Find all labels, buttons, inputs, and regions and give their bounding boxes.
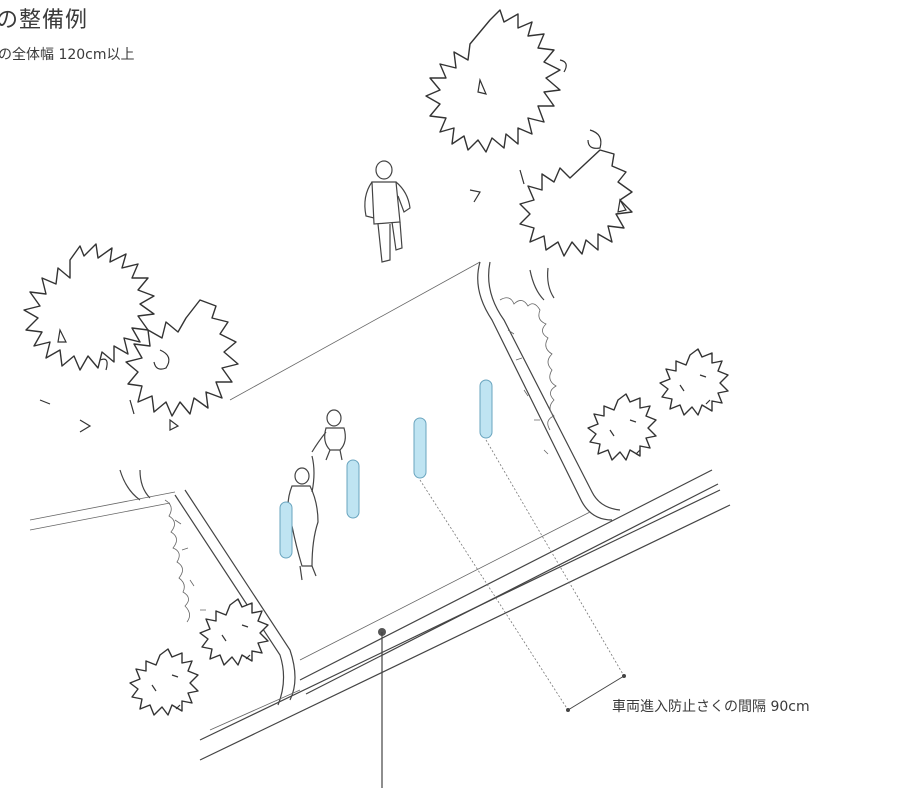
path-edges	[29, 261, 731, 761]
shrub-right-1	[587, 393, 657, 461]
hedge-upper	[499, 297, 557, 455]
shrub-right-2	[659, 348, 729, 416]
dimension-line	[419, 439, 626, 712]
bollard	[279, 501, 293, 559]
bollard	[346, 459, 360, 519]
bollard	[413, 417, 427, 479]
diagram-subtitle: の全体幅 120cm以上	[0, 47, 135, 63]
hedge-lower	[164, 499, 206, 623]
diagram-title: の整備例	[0, 8, 89, 33]
leader-line	[378, 628, 386, 788]
shrub-left-2	[129, 648, 199, 716]
shrub-left-1	[199, 598, 269, 666]
pedestrian	[364, 160, 411, 263]
bollard	[479, 379, 493, 439]
bollard-spacing-label: 車両進入防止さくの間隔 90cm	[612, 699, 810, 715]
tree-right	[425, 9, 633, 301]
parent-child	[287, 409, 346, 581]
tree-left	[23, 243, 239, 501]
bollards	[279, 379, 493, 559]
